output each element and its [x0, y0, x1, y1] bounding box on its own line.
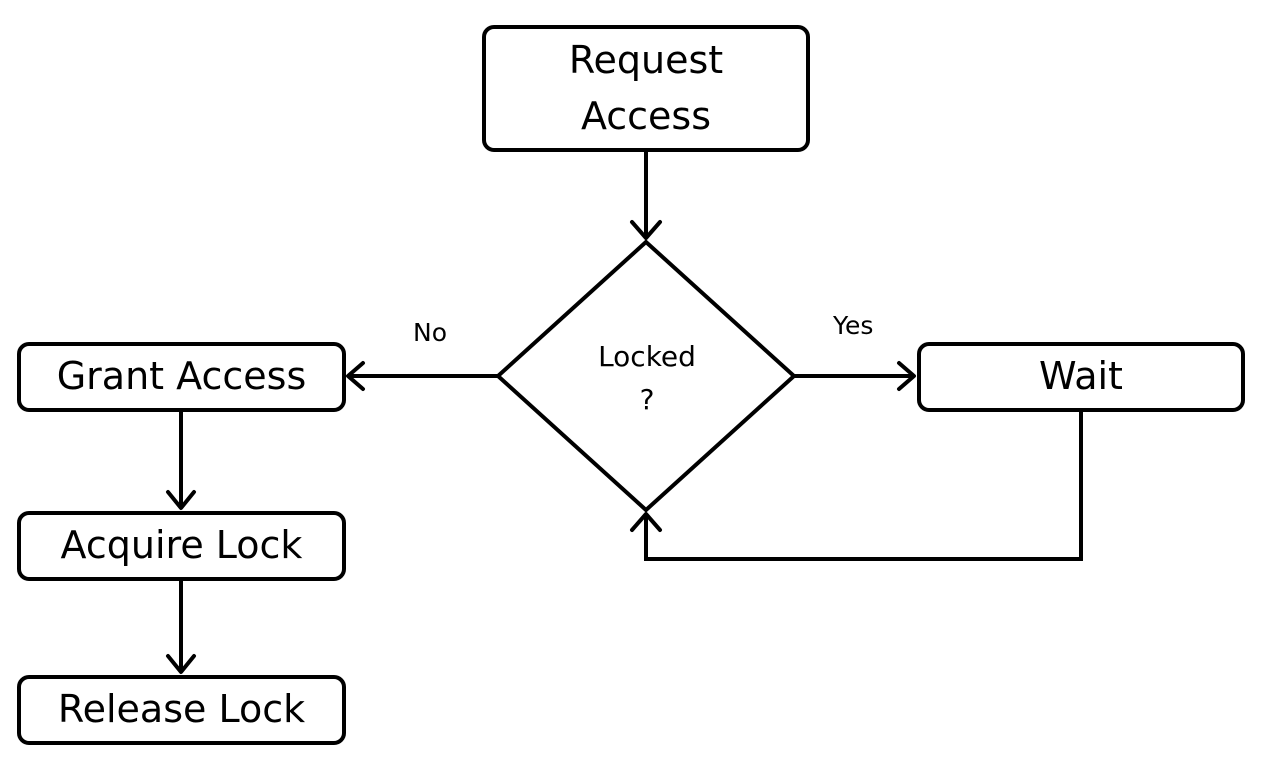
decision-line2: ? — [639, 383, 655, 417]
edge-label-yes: Yes — [833, 311, 874, 340]
node-request-access: Request Access — [482, 25, 810, 152]
decision-line1: Locked — [598, 340, 696, 373]
edge-label-no: No — [413, 318, 447, 347]
decision-diamond — [495, 239, 797, 513]
node-grant-access: Grant Access — [17, 342, 346, 412]
node-wait: Wait — [917, 342, 1245, 412]
arrowhead-request-to-decision — [630, 220, 662, 240]
node-release-lock-label: Release Lock — [57, 687, 306, 732]
arrowhead-grant-to-acquire — [166, 490, 196, 510]
arrow-wait-loop-to-decision — [644, 410, 1083, 561]
node-request-access-line1: Request — [568, 38, 724, 83]
node-acquire-lock-label: Acquire Lock — [60, 523, 303, 568]
node-release-lock: Release Lock — [17, 675, 346, 745]
arrowhead-decision-to-wait — [897, 361, 916, 391]
node-wait-label: Wait — [1039, 354, 1123, 399]
node-grant-access-label: Grant Access — [56, 354, 307, 399]
node-request-access-line2: Access — [580, 93, 712, 138]
node-request-access-label: Request Access — [569, 33, 723, 143]
node-acquire-lock: Acquire Lock — [17, 511, 346, 581]
arrowhead-acquire-to-release — [166, 654, 196, 674]
arrowhead-decision-to-grant — [346, 361, 365, 391]
decision-label: Locked ? — [570, 335, 724, 422]
arrowhead-wait-loop-to-decision — [630, 512, 662, 532]
